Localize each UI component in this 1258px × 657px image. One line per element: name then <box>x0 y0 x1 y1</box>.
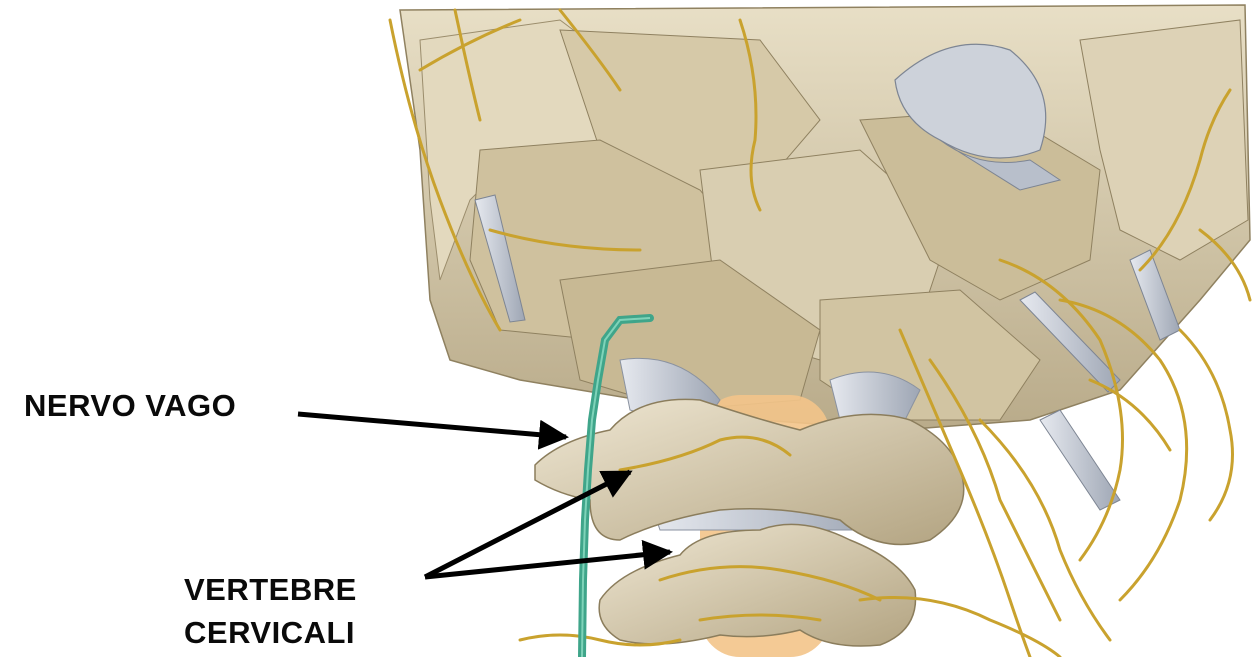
label-vertebrae-line2: CERVICALI <box>184 615 355 651</box>
label-vagus-nerve: NERVO VAGO <box>24 388 236 424</box>
label-vertebrae-line1: VERTEBRE <box>184 572 357 608</box>
arrow-vagus <box>298 414 566 437</box>
vertebra-axis <box>599 524 915 646</box>
